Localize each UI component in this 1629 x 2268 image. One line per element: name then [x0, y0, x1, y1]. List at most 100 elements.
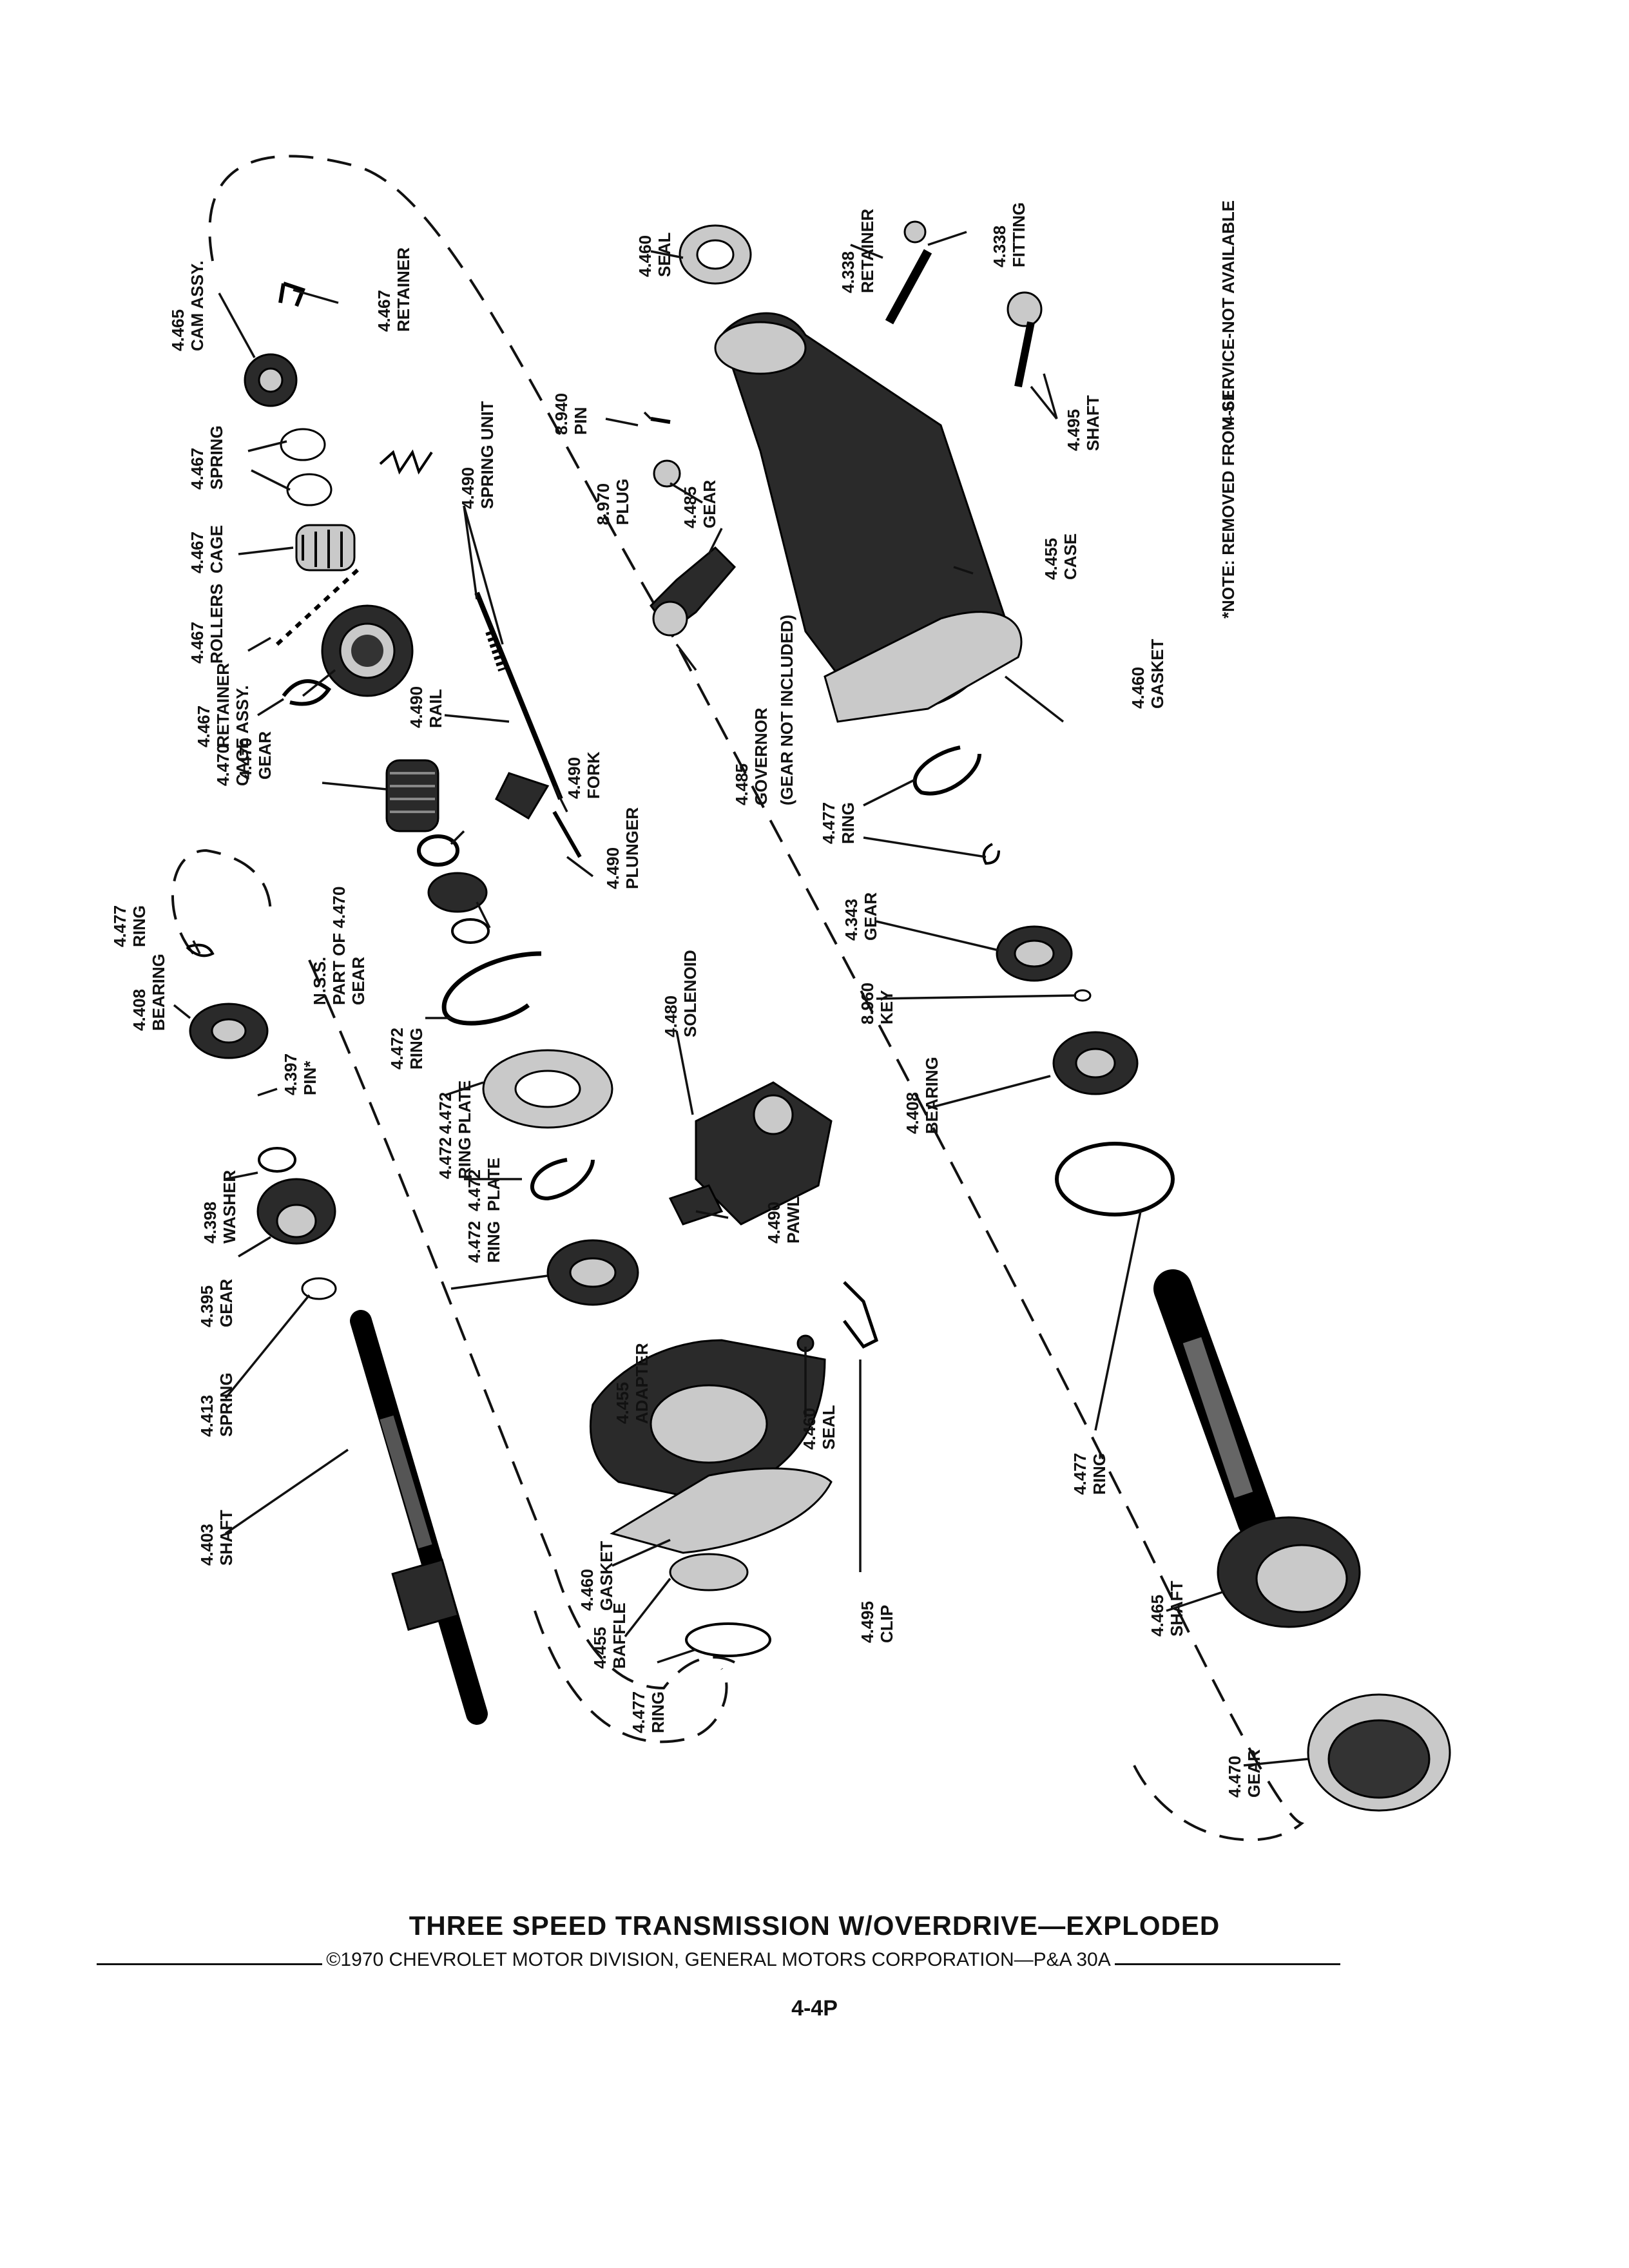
ring-477-right-small-part: [982, 843, 1000, 865]
part-name: GOVERNOR: [751, 707, 771, 805]
part-number: 4.477: [1070, 1453, 1090, 1495]
part-name: KEY: [877, 990, 896, 1024]
part-name: RING: [407, 1028, 426, 1070]
part-name: PIN: [571, 407, 590, 435]
part-name: PART OF 4.470: [329, 887, 349, 1005]
part-name: BEARING: [922, 1057, 941, 1134]
part-number: 4.480: [661, 995, 680, 1037]
copyright-text: ©1970 CHEVROLET MOTOR DIVISION, GENERAL …: [326, 1949, 1111, 1970]
part-number: 4.455: [613, 1382, 632, 1424]
part-name: RAIL: [426, 689, 445, 728]
part-name: CAGE ASSY.: [233, 685, 252, 786]
bearing-408-left-part: [189, 1003, 269, 1059]
part-number: 4.477: [819, 802, 838, 844]
part-number: 4.338: [990, 226, 1009, 267]
part-number: 4.460: [1128, 667, 1148, 709]
part-name: ROLLERS: [207, 584, 226, 664]
part-number: 4.490: [764, 1202, 784, 1244]
part-number: 4.465: [168, 309, 188, 351]
part-number: 4.472: [387, 1028, 407, 1070]
part-number: 4.467: [188, 622, 207, 664]
part-name: SPRING: [207, 425, 226, 490]
part-number: 4.460: [800, 1408, 819, 1450]
part-number: 4.455: [1041, 538, 1061, 580]
page-title: THREE SPEED TRANSMISSION W/OVERDRIVE—EXP…: [409, 1910, 1220, 1941]
part-number: 8.960: [858, 983, 877, 1024]
retainer-338-part: [885, 220, 932, 325]
part-name: PLUG: [613, 479, 632, 525]
dashed-path-bottom: [534, 1610, 728, 1744]
baffle-part: [669, 1553, 749, 1591]
seal-460-top-part: [679, 224, 752, 285]
ring-472-part: [441, 951, 542, 1026]
part-number: 4.343: [842, 899, 861, 941]
rule-left: [97, 1963, 323, 1965]
part-name: CAM ASSY.: [188, 260, 207, 351]
shaft-495-part: [1007, 291, 1043, 388]
spring-413-part: [301, 1277, 337, 1300]
cage-assy-part: [321, 604, 414, 697]
part-number: 4.495: [858, 1601, 877, 1643]
ring-477-right-part: [912, 745, 981, 796]
part-number: 4.490: [458, 467, 477, 509]
part-name: GEAR: [861, 892, 880, 941]
part-number: 4.413: [197, 1395, 217, 1437]
part-name: SHAFT: [217, 1510, 236, 1566]
part-number: 4.490: [407, 686, 426, 728]
cage-part: [295, 524, 356, 572]
plate-472-lower-part: [546, 1239, 639, 1306]
part-number: 4.467: [188, 448, 207, 490]
gear-395-part: [256, 1178, 336, 1245]
part-name: SEAL: [655, 233, 674, 277]
ring-477-lower-part: [685, 1622, 771, 1657]
part-name: CASE: [1061, 533, 1080, 580]
part-number: 4.470: [236, 738, 255, 780]
solenoid-part: [695, 1081, 833, 1225]
part-name: RING: [1090, 1453, 1109, 1495]
part-number: 4.465: [1148, 1595, 1167, 1637]
dashed-path-inner: [308, 959, 735, 1690]
gear-343-part: [996, 925, 1073, 982]
coil-spring-part: [379, 449, 433, 475]
part-name: (GEAR NOT INCLUDED): [777, 615, 796, 805]
part-name: RETAINER: [394, 247, 413, 332]
shaft-465-part: [1153, 1269, 1361, 1628]
part-name: GEAR: [217, 1279, 236, 1327]
part-number: 4.472: [465, 1169, 484, 1211]
part-number: 4.470: [1225, 1756, 1244, 1798]
ring-472-small-part: [530, 1158, 595, 1201]
gear-part-470: [385, 759, 439, 832]
part-number: 4.477: [110, 905, 130, 947]
cam-assy-part: [244, 353, 298, 407]
part-label: GEAR: [349, 957, 368, 1005]
part-number: 4.485: [680, 486, 700, 528]
copyright-line: ©1970 CHEVROLET MOTOR DIVISION, GENERAL …: [97, 1949, 1340, 1971]
rail-fork-part: [474, 591, 582, 858]
spring-ring-1: [280, 428, 326, 461]
part-name: SPRING UNIT: [477, 401, 497, 509]
part-number: 4.477: [629, 1691, 648, 1733]
gear-470-right-part: [1307, 1693, 1451, 1812]
